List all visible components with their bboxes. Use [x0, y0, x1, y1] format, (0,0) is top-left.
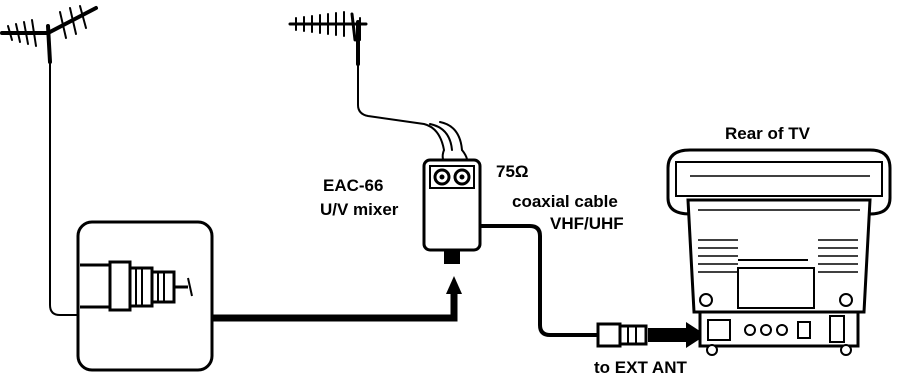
bands-label: VHF/UHF — [550, 214, 624, 233]
coaxial-feed-cable — [212, 292, 458, 322]
uv-mixer-icon — [422, 158, 482, 264]
arrow-icon — [446, 276, 462, 294]
vhf-antenna-icon — [0, 5, 98, 316]
arrow-icon — [648, 322, 706, 348]
uhf-antenna-icon — [288, 11, 463, 151]
tv-rear-icon — [666, 148, 892, 356]
cable-label: coaxial cable — [512, 192, 618, 211]
coax-plug-icon — [596, 322, 648, 348]
mixer-name-label: U/V mixer — [320, 200, 399, 219]
coax-connector-icon — [76, 220, 214, 372]
coaxial-cable-75 — [480, 224, 600, 337]
impedance-label: 75Ω — [496, 162, 529, 181]
rear-of-tv-label: Rear of TV — [725, 124, 811, 143]
ext-ant-label: to EXT ANT — [594, 358, 687, 377]
mixer-model-label: EAC-66 — [323, 176, 384, 195]
